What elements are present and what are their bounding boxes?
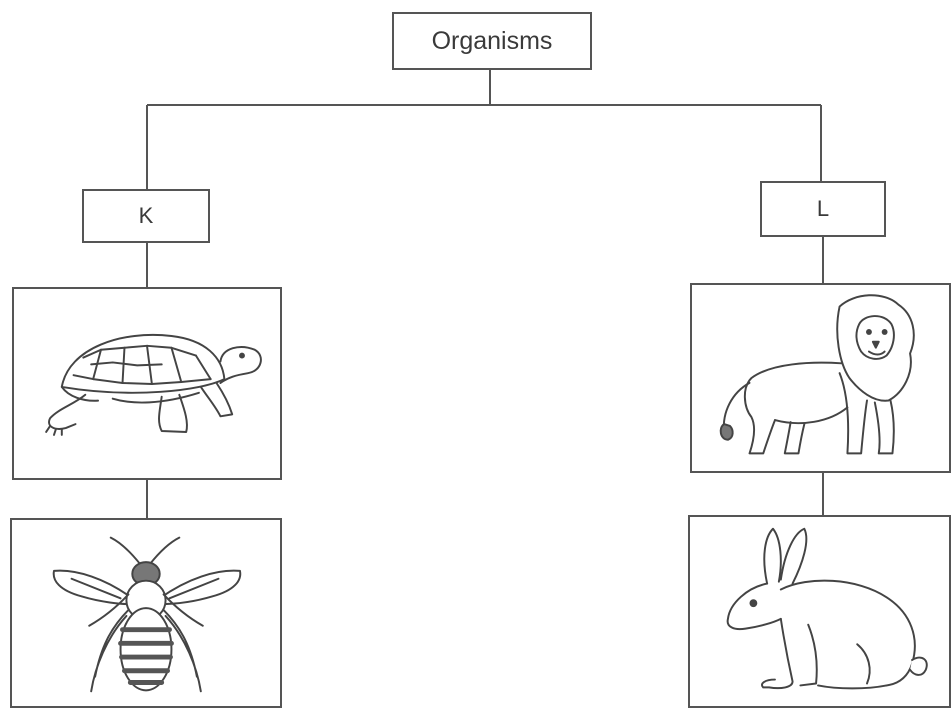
group-l-label: L (817, 196, 829, 222)
bee-picture-box (10, 518, 282, 708)
tortoise-icon (14, 289, 280, 478)
rabbit-picture-box (688, 515, 951, 708)
group-k-label: K (139, 203, 154, 229)
rabbit-icon (690, 517, 949, 706)
group-box-k: K (82, 189, 210, 243)
root-label: Organisms (432, 27, 553, 56)
root-box-organisms: Organisms (392, 12, 592, 70)
lion-icon (692, 285, 949, 471)
tortoise-picture-box (12, 287, 282, 480)
bee-icon (12, 520, 280, 706)
group-box-l: L (760, 181, 886, 237)
lion-picture-box (690, 283, 951, 473)
